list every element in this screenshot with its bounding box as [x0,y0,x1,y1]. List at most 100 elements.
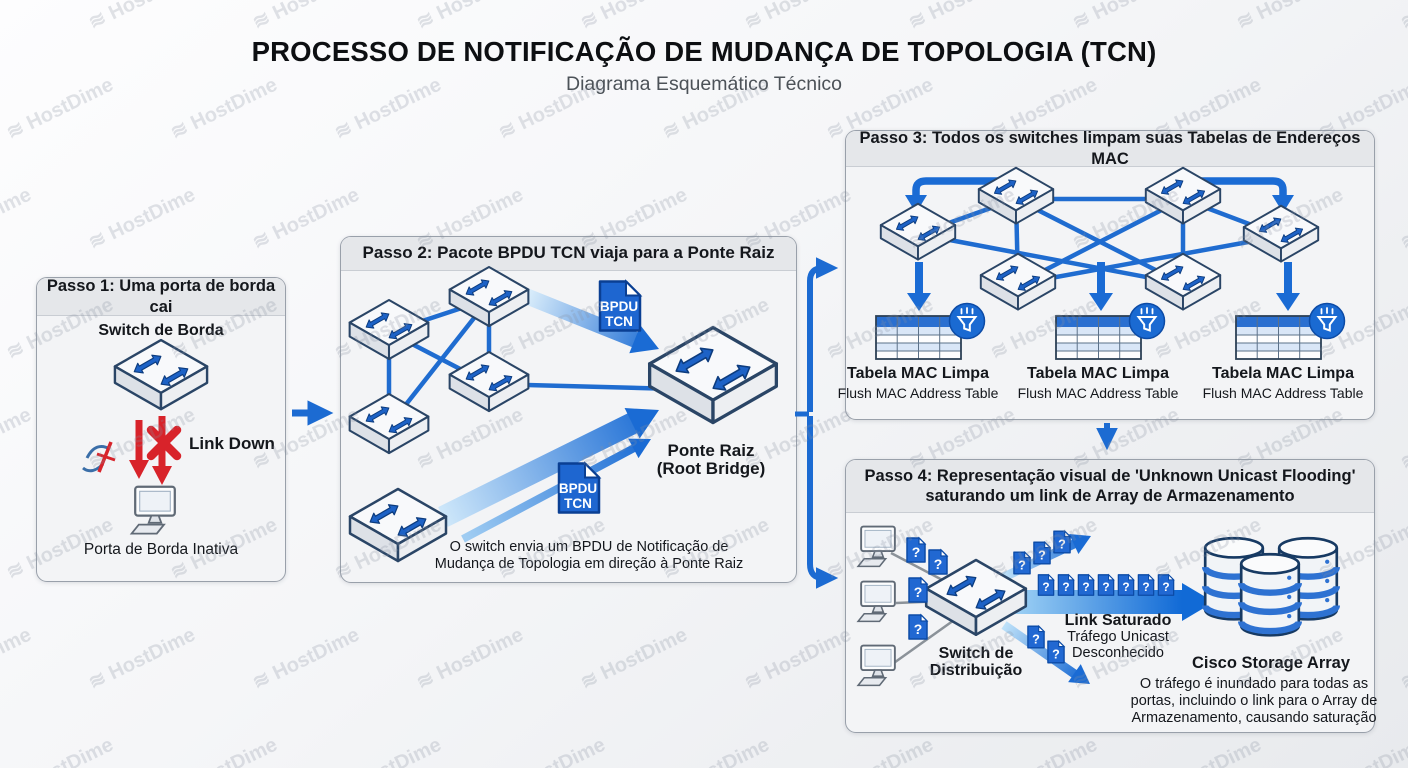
panel-step4-title-line1: Passo 4: Representação visual de 'Unknow… [864,466,1356,485]
bpdu-label: BPDU [600,299,638,314]
switch-icon [1144,252,1222,311]
watermark: ≋ HostDime [822,732,937,768]
svg-text:?: ? [1162,580,1169,594]
svg-text:?: ? [912,544,921,560]
storage-array-label: Cisco Storage Array [1191,654,1351,672]
panel-step2-caption-line2: Mudança de Topologia em direção à Ponte … [434,556,744,572]
inactive-port-computer-icon [130,485,176,535]
watermark: ≋ HostDime [577,623,691,695]
switch-icon [979,252,1057,311]
computer-icon [857,644,896,687]
watermark: ≋ HostDime [1232,0,1347,35]
panel-step4: Passo 4: Representação visual de 'Unknow… [845,459,1377,733]
svg-text:?: ? [1032,632,1040,646]
watermark: ≋ HostDime [1068,0,1183,35]
panel-step2-diagram [348,265,779,563]
watermark: ≋ HostDime [166,732,281,768]
watermark: ≋ HostDime [576,0,691,35]
watermark: ≋ HostDime [1397,184,1408,255]
flush-arrows [905,177,1300,311]
computer-icon [857,580,896,623]
panel-step4-diagram: ? ? ? ? ? ? ? ? ? ? ? ? ? ? ? ? [857,525,1374,687]
watermark: ≋ HostDime [84,0,199,35]
watermark: ≋ HostDime [1397,624,1408,695]
watermark: ≋ HostDime [85,183,199,255]
panel-step3-title: Passo 3: Todos os switches limpam suas T… [859,129,1361,168]
watermark: ≋ HostDime [740,0,855,35]
watermark: ≋ HostDime [1150,732,1265,768]
watermark: ≋ HostDime [85,623,199,695]
watermark: ≋ HostDime [413,623,527,695]
watermark: ≋ HostDime [0,403,35,474]
panel-step4-title-line2: saturando um link de Array de Armazename… [925,487,1295,505]
svg-text:?: ? [1058,537,1066,551]
arrow-step2-to-step4 [807,416,839,589]
svg-text:?: ? [914,584,923,600]
notifying-switch-icon [348,487,448,563]
mac-table-title: Tabela MAC Limpa [847,365,989,382]
panel-step4-caption-line1: O tráfego é inundado para todas as [1139,676,1369,692]
tcn-label: TCN [605,314,633,329]
panel-step3-diagram [875,166,1346,360]
svg-text:?: ? [1142,580,1149,594]
storage-array-icon [1205,538,1337,635]
panel-step2-header: Passo 2: Pacote BPDU TCN viaja para a Po… [341,237,796,271]
watermark: ≋ HostDime [2,732,117,768]
svg-text:?: ? [1122,580,1129,594]
switch-icon [348,298,430,361]
edge-switch-icon [113,338,209,411]
panel-step4-body: ? ? ? ? ? ? ? ? ? ? ? ? ? ? ? ? [846,513,1377,731]
mac-table [875,315,962,360]
panel-step3: Passo 3: Todos os switches limpam suas T… [838,129,1375,420]
switch-icon [977,166,1055,225]
unknown-unicast-packets: ? ? ? ? ? ? ? ? ? ? ? ? ? ? ? ? [906,530,1175,664]
mac-table-title: Tabela MAC Limpa [1212,365,1354,382]
panel-step4-header: Passo 4: Representação visual de 'Unknow… [846,460,1374,513]
root-bridge-label: Ponte Raiz [667,441,755,460]
arrow-step2-to-step3 [807,257,839,412]
bpdu-tcn-packet-icon: BPDU TCN [557,461,602,514]
svg-text:?: ? [914,621,923,637]
switch-icon [448,350,530,413]
mac-table-subtitle: Flush MAC Address Table [1017,385,1179,401]
root-bridge-label-en: (Root Bridge) [656,459,766,478]
watermark: ≋ HostDime [1397,404,1408,475]
svg-text:?: ? [1062,580,1069,594]
panel-step1-diagram [82,338,209,535]
watermark: ≋ HostDime [986,732,1101,768]
switch-icon [879,202,957,261]
panel-step2-body: BPDU TCN BPDU TCN Ponte Raiz (Root Bridg… [341,265,796,581]
unicast-traffic-label-line1: Tráfego Unicast [1067,629,1169,645]
svg-text:?: ? [934,556,943,572]
panel-step1: Passo 1: Uma porta de borda cai Switch d… [36,277,286,582]
link-down-x-icon [146,425,182,461]
bpdu-label: BPDU [559,481,597,496]
panel-step4-caption-line2: portas, incluindo o link para o Array de [1130,693,1378,709]
mac-table-title: Tabela MAC Limpa [1027,365,1169,382]
switch-icon [1144,166,1222,225]
bpdu-path-arrows [438,288,659,543]
tcn-label: TCN [564,496,592,511]
funnel-icon [948,302,986,340]
inactive-port-label: Porta de Borda Inativa [83,541,239,558]
mac-table [1055,315,1142,360]
watermark: ≋ HostDime [1396,0,1408,35]
mac-table-subtitle: Flush MAC Address Table [1202,385,1364,401]
svg-text:?: ? [1052,647,1060,661]
watermark: ≋ HostDime [658,732,773,768]
panel-step1-header: Passo 1: Uma porta de borda cai [37,277,285,316]
switch-icon [348,392,430,455]
watermark: ≋ HostDime [0,183,35,254]
funnel-icon [1308,302,1346,340]
panel-step1-body: Switch de Borda [37,316,285,580]
distribution-switch-label-line2: Distribuição [929,662,1023,679]
watermark: ≋ HostDime [248,0,363,35]
page-title: PROCESSO DE NOTIFICAÇÃO DE MUDANÇA DE TO… [251,36,1157,67]
panel-step1-title: Passo 1: Uma porta de borda cai [46,277,276,316]
computer-icon [857,525,896,568]
mac-tables [875,302,1346,360]
watermark: ≋ HostDime [0,623,35,694]
watermark: ≋ HostDime [0,0,35,35]
saturated-link-label: Link Saturado [1064,612,1172,629]
